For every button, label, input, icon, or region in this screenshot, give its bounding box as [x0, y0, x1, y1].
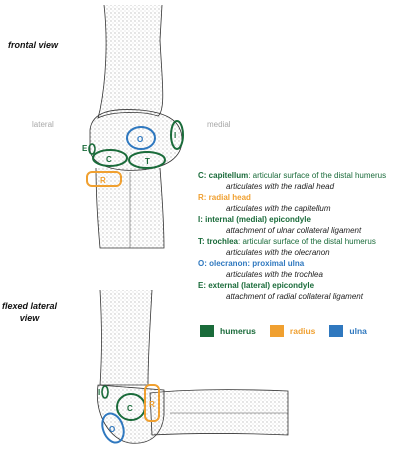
lateral-markers: I C R O: [98, 384, 160, 444]
legend-item-internal-epicondyle: I: internal (medial) epicondyle attachme…: [198, 214, 401, 236]
medial-side-label: medial: [207, 120, 231, 129]
legend-term: I: internal (medial) epicondyle: [198, 215, 311, 224]
marker-R-outline: [86, 171, 122, 187]
swatch-humerus: [200, 325, 214, 337]
lateral-marker-C: C: [127, 404, 133, 413]
key-label: radius: [289, 326, 316, 336]
marker-O: O: [137, 135, 143, 144]
swatch-radius: [269, 325, 284, 337]
swatch-ulna: [329, 325, 344, 337]
key-radius: radius: [269, 325, 316, 337]
marker-I: I: [174, 131, 176, 140]
legend-term: C: capitellum: [198, 171, 249, 180]
lateral-marker-O: O: [109, 425, 115, 434]
legend-desc: : articular surface of the distal humeru…: [238, 237, 376, 246]
legend-sub: articulates with the radial head: [226, 182, 335, 191]
legend-desc: : articular surface of the distal humeru…: [248, 171, 387, 180]
marker-C: C: [106, 155, 112, 164]
key-label: humerus: [220, 326, 256, 336]
key-label: ulna: [349, 326, 367, 336]
legend-sub: articulates with the trochlea: [226, 270, 323, 279]
marker-I-outline: [170, 120, 184, 150]
legend-sub: articulates with the capitellum: [226, 204, 331, 213]
lateral-marker-I: I: [98, 388, 100, 397]
marker-T: T: [145, 157, 150, 166]
marker-T-outline: [128, 151, 166, 169]
legend-item-external-epicondyle: E: external (lateral) epicondyle attachm…: [198, 280, 401, 302]
marker-E: E: [82, 144, 88, 153]
marker-E-outline: [88, 143, 96, 155]
lateral-marker-I-outline: [101, 385, 109, 399]
lateral-side-label: lateral: [32, 120, 54, 129]
lateral-marker-R-outline: [144, 384, 160, 422]
lateral-view-title: flexed lateral view: [2, 301, 58, 323]
legend-term: T: trochlea: [198, 237, 239, 246]
legend-sub: articulates with the olecranon: [226, 248, 330, 257]
legend-term: O: olecranon: proximal ulna: [198, 259, 305, 268]
legend-sub: attachment of radial collateral ligament: [226, 292, 363, 301]
marker-C-outline: [92, 149, 128, 167]
frontal-elbow-sketch: [89, 4, 183, 249]
legend: C: capitellum: articular surface of the …: [198, 170, 401, 302]
marker-O-outline: [126, 126, 156, 150]
legend-item-trochlea: T: trochlea: articular surface of the di…: [198, 236, 401, 258]
color-key: humerus radius ulna: [200, 325, 367, 337]
marker-R: R: [100, 176, 106, 185]
frontal-view-title: frontal view: [8, 40, 59, 50]
legend-sub: attachment of ulnar collateral ligament: [226, 226, 362, 235]
legend-term: E: external (lateral) epicondyle: [198, 281, 315, 290]
legend-term: R: radial head: [198, 193, 251, 202]
key-ulna: ulna: [329, 325, 367, 337]
lateral-marker-R: R: [149, 400, 155, 409]
key-humerus: humerus: [200, 325, 256, 337]
lateral-marker-O-outline: [101, 412, 125, 444]
legend-item-olecranon: O: olecranon: proximal ulna articulates …: [198, 258, 401, 280]
legend-item-radial-head: R: radial head articulates with the capi…: [198, 192, 401, 214]
lateral-elbow-sketch: [96, 289, 289, 444]
legend-item-capitellum: C: capitellum: articular surface of the …: [198, 170, 401, 192]
frontal-markers: O I E C T R: [82, 120, 184, 187]
